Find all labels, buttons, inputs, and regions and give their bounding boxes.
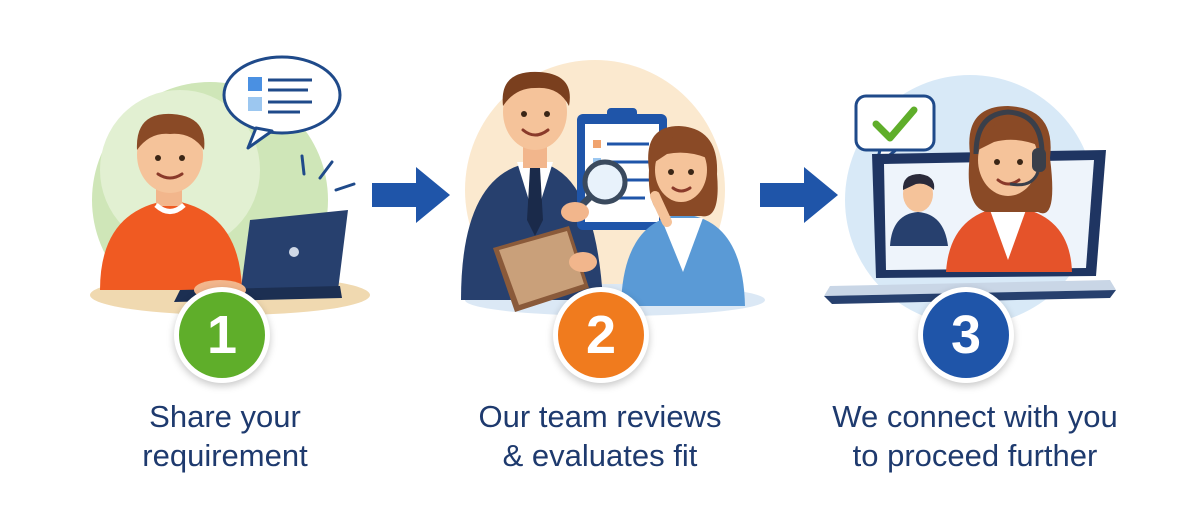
step-2-caption-line-1: Our team reviews xyxy=(435,397,765,436)
step-2-illustration xyxy=(435,50,765,320)
step-2-caption-line-2: & evaluates fit xyxy=(435,436,765,475)
step-3: 3 We connect with you to proceed further xyxy=(810,0,1140,520)
step-3-caption-line-2: to proceed further xyxy=(810,436,1140,475)
step-1-caption: Share your requirement xyxy=(60,397,390,475)
step-1-caption-line-2: requirement xyxy=(60,436,390,475)
step-3-caption: We connect with you to proceed further xyxy=(810,397,1140,475)
step-1-illustration xyxy=(60,50,390,320)
step-1-caption-line-1: Share your xyxy=(60,397,390,436)
step-2-number-badge: 2 xyxy=(553,287,649,383)
step-2: 2 Our team reviews & evaluates fit xyxy=(435,0,765,520)
step-3-illustration xyxy=(810,50,1140,320)
step-3-caption-line-1: We connect with you xyxy=(810,397,1140,436)
step-2-caption: Our team reviews & evaluates fit xyxy=(435,397,765,475)
step-3-number-badge: 3 xyxy=(918,287,1014,383)
step-1-number-badge: 1 xyxy=(174,287,270,383)
step-1: 1 Share your requirement xyxy=(60,0,390,520)
